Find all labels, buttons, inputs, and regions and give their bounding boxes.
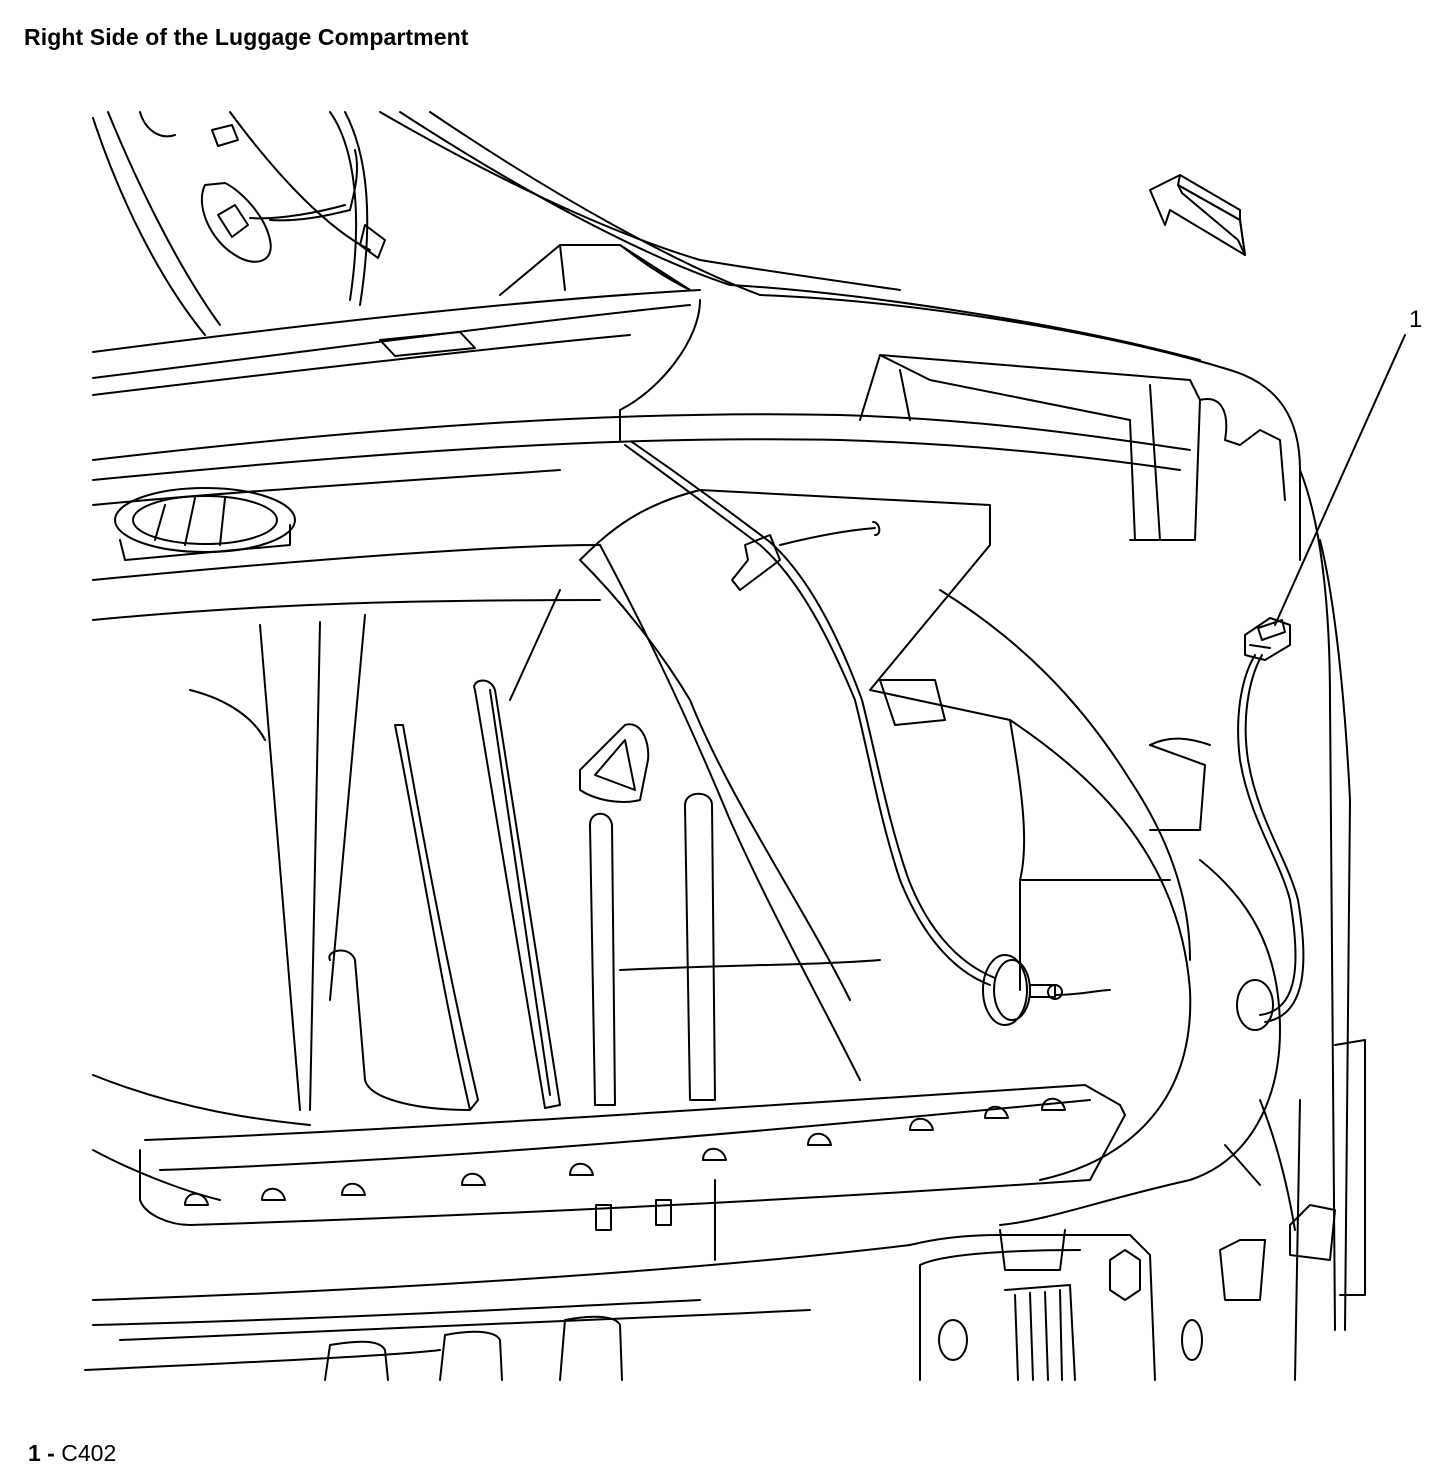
connector-c402 <box>1244 617 1291 661</box>
speaker-opening <box>114 487 296 561</box>
wiring-harness <box>269 149 1305 1023</box>
legend: 1 - C402 <box>28 1440 116 1467</box>
right-shelf-box <box>859 354 1286 541</box>
cross-member <box>92 299 1191 621</box>
grommet <box>982 954 1063 1026</box>
rear-shelf-panel <box>92 244 701 396</box>
sill-clips <box>184 1097 1066 1206</box>
forward-arrow-icon <box>1149 174 1246 256</box>
rear-floor <box>84 1229 1266 1381</box>
wheelhouse <box>579 489 1211 1181</box>
harness-clip <box>731 521 881 591</box>
callout-1: 1 <box>1274 306 1422 626</box>
panel-ribs <box>189 589 881 1111</box>
quarter-panel <box>999 469 1366 1381</box>
upper-left-structure <box>92 111 1301 561</box>
legend-label: C402 <box>61 1440 117 1466</box>
callout-number: 1 <box>1409 306 1422 333</box>
legend-number: 1 <box>28 1440 41 1466</box>
legend-separator: - <box>40 1440 62 1466</box>
lower-sill <box>92 1074 1126 1261</box>
diagram-title: Right Side of the Luggage Compartment <box>24 24 469 50</box>
